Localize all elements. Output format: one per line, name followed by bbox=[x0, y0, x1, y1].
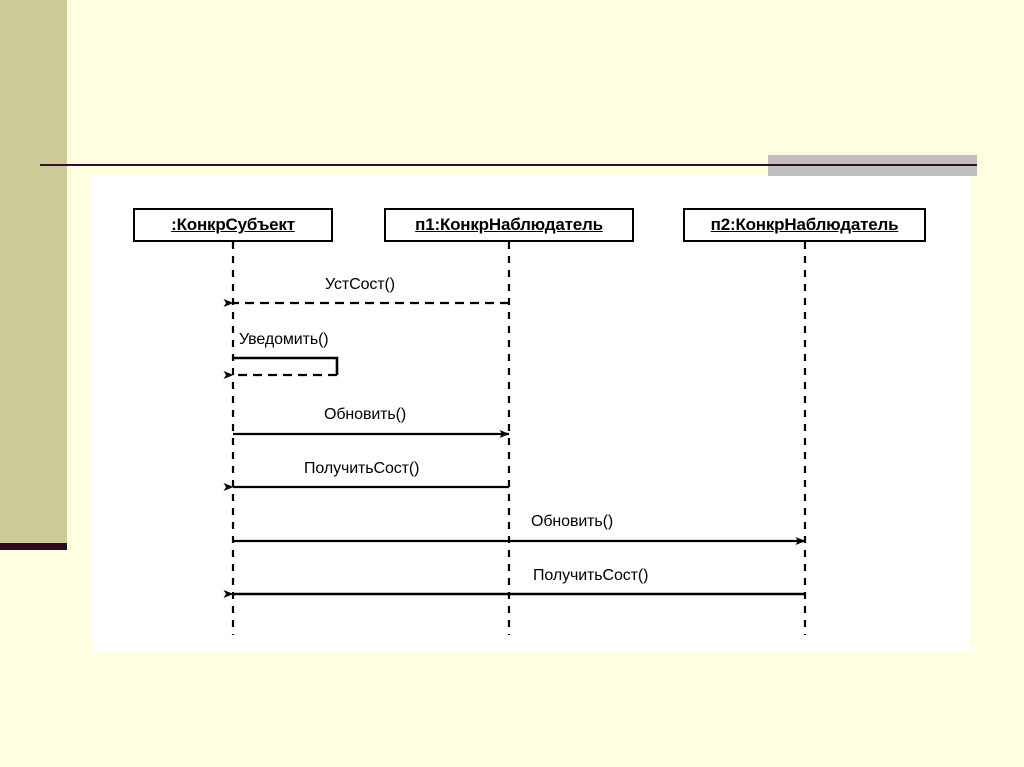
diagram-vector-layer bbox=[91, 176, 970, 652]
sidebar-decoration-foot bbox=[0, 543, 67, 550]
message-label-ustsost: УстСост() bbox=[325, 276, 395, 293]
message-label-uvedomit: Уведомить() bbox=[239, 331, 329, 348]
lifeline-label-observer2: п2:КонкрНаблюдатель bbox=[710, 215, 899, 234]
lifeline-label-subject: :КонкрСубъект bbox=[171, 215, 295, 234]
message-arrow-uvedomit-self bbox=[223, 356, 339, 379]
message-label-obnovit-1: Обновить() bbox=[324, 406, 407, 423]
message-label-obnovit-2: Обновить() bbox=[531, 513, 614, 530]
lifeline-header-subject: :КонкрСубъект bbox=[133, 208, 333, 242]
lifeline-header-observer2: п2:КонкрНаблюдатель bbox=[683, 208, 926, 242]
message-label-poluchitsost-1: ПолучитьСост() bbox=[304, 460, 420, 477]
lifeline-label-observer1: п1:КонкрНаблюдатель bbox=[415, 215, 603, 234]
lifeline-header-observer1: п1:КонкрНаблюдатель bbox=[384, 208, 634, 242]
diagram-svg bbox=[223, 242, 807, 635]
sidebar-decoration-band bbox=[0, 0, 67, 543]
message-label-poluchitsost-2: ПолучитьСост() bbox=[533, 567, 649, 584]
header-divider-rule bbox=[40, 164, 977, 166]
sequence-diagram-canvas: :КонкрСубъект п1:КонкрНаблюдатель п2:Кон… bbox=[91, 176, 970, 652]
lifeline-dashes bbox=[231, 242, 807, 635]
